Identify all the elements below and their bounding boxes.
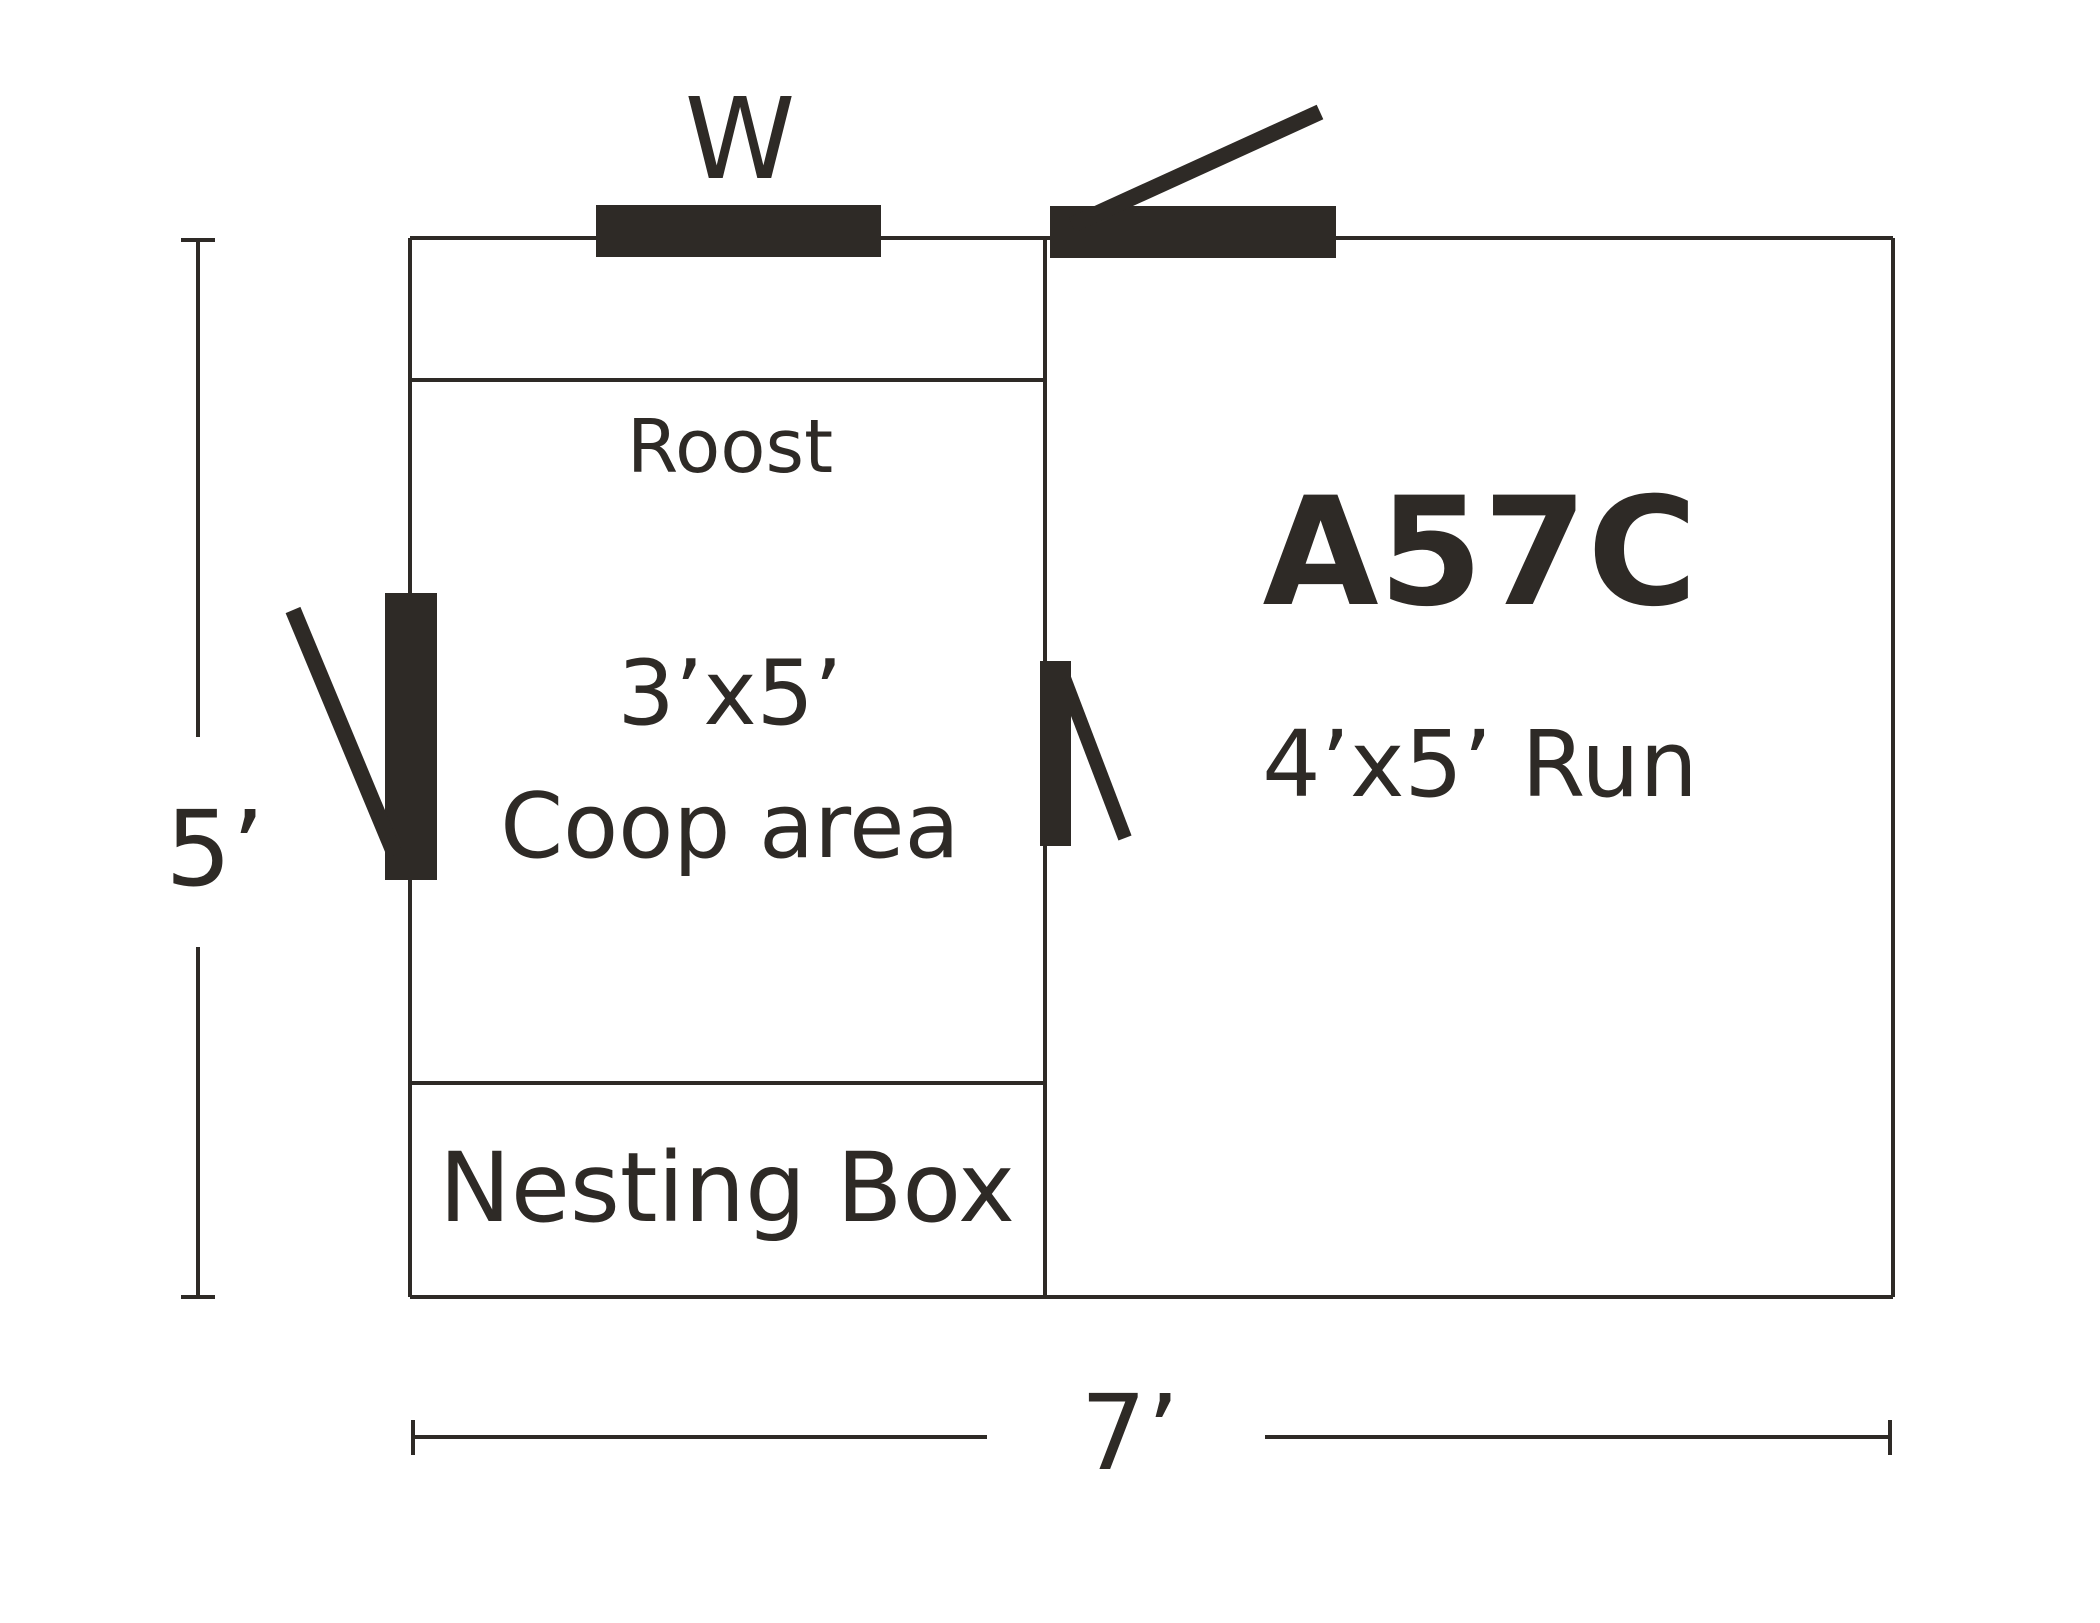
width-dimension-label: 7’	[1080, 1372, 1179, 1494]
run-size-label: 4’x5’ Run	[1262, 711, 1698, 818]
window-label: W	[685, 75, 796, 205]
nesting-box-label: Nesting Box	[439, 1132, 1015, 1244]
divider-pop-door	[1040, 661, 1132, 846]
door-leaf	[1057, 675, 1132, 841]
left-coop-door	[285, 593, 437, 880]
depth-dimension-label: 5’	[165, 788, 264, 910]
door-leaf	[285, 606, 403, 859]
model-title: A57C	[1263, 466, 1698, 640]
roost-label: Roost	[627, 404, 833, 490]
top-run-door	[1050, 104, 1336, 258]
depth-dimension-line	[181, 238, 215, 1299]
coop-size-label: 3’x5’	[618, 641, 843, 746]
width-dimension-line	[411, 1420, 1892, 1455]
coop-area-label: Coop area	[500, 774, 959, 879]
door-leaf	[1068, 104, 1324, 233]
window-icon	[596, 205, 881, 257]
